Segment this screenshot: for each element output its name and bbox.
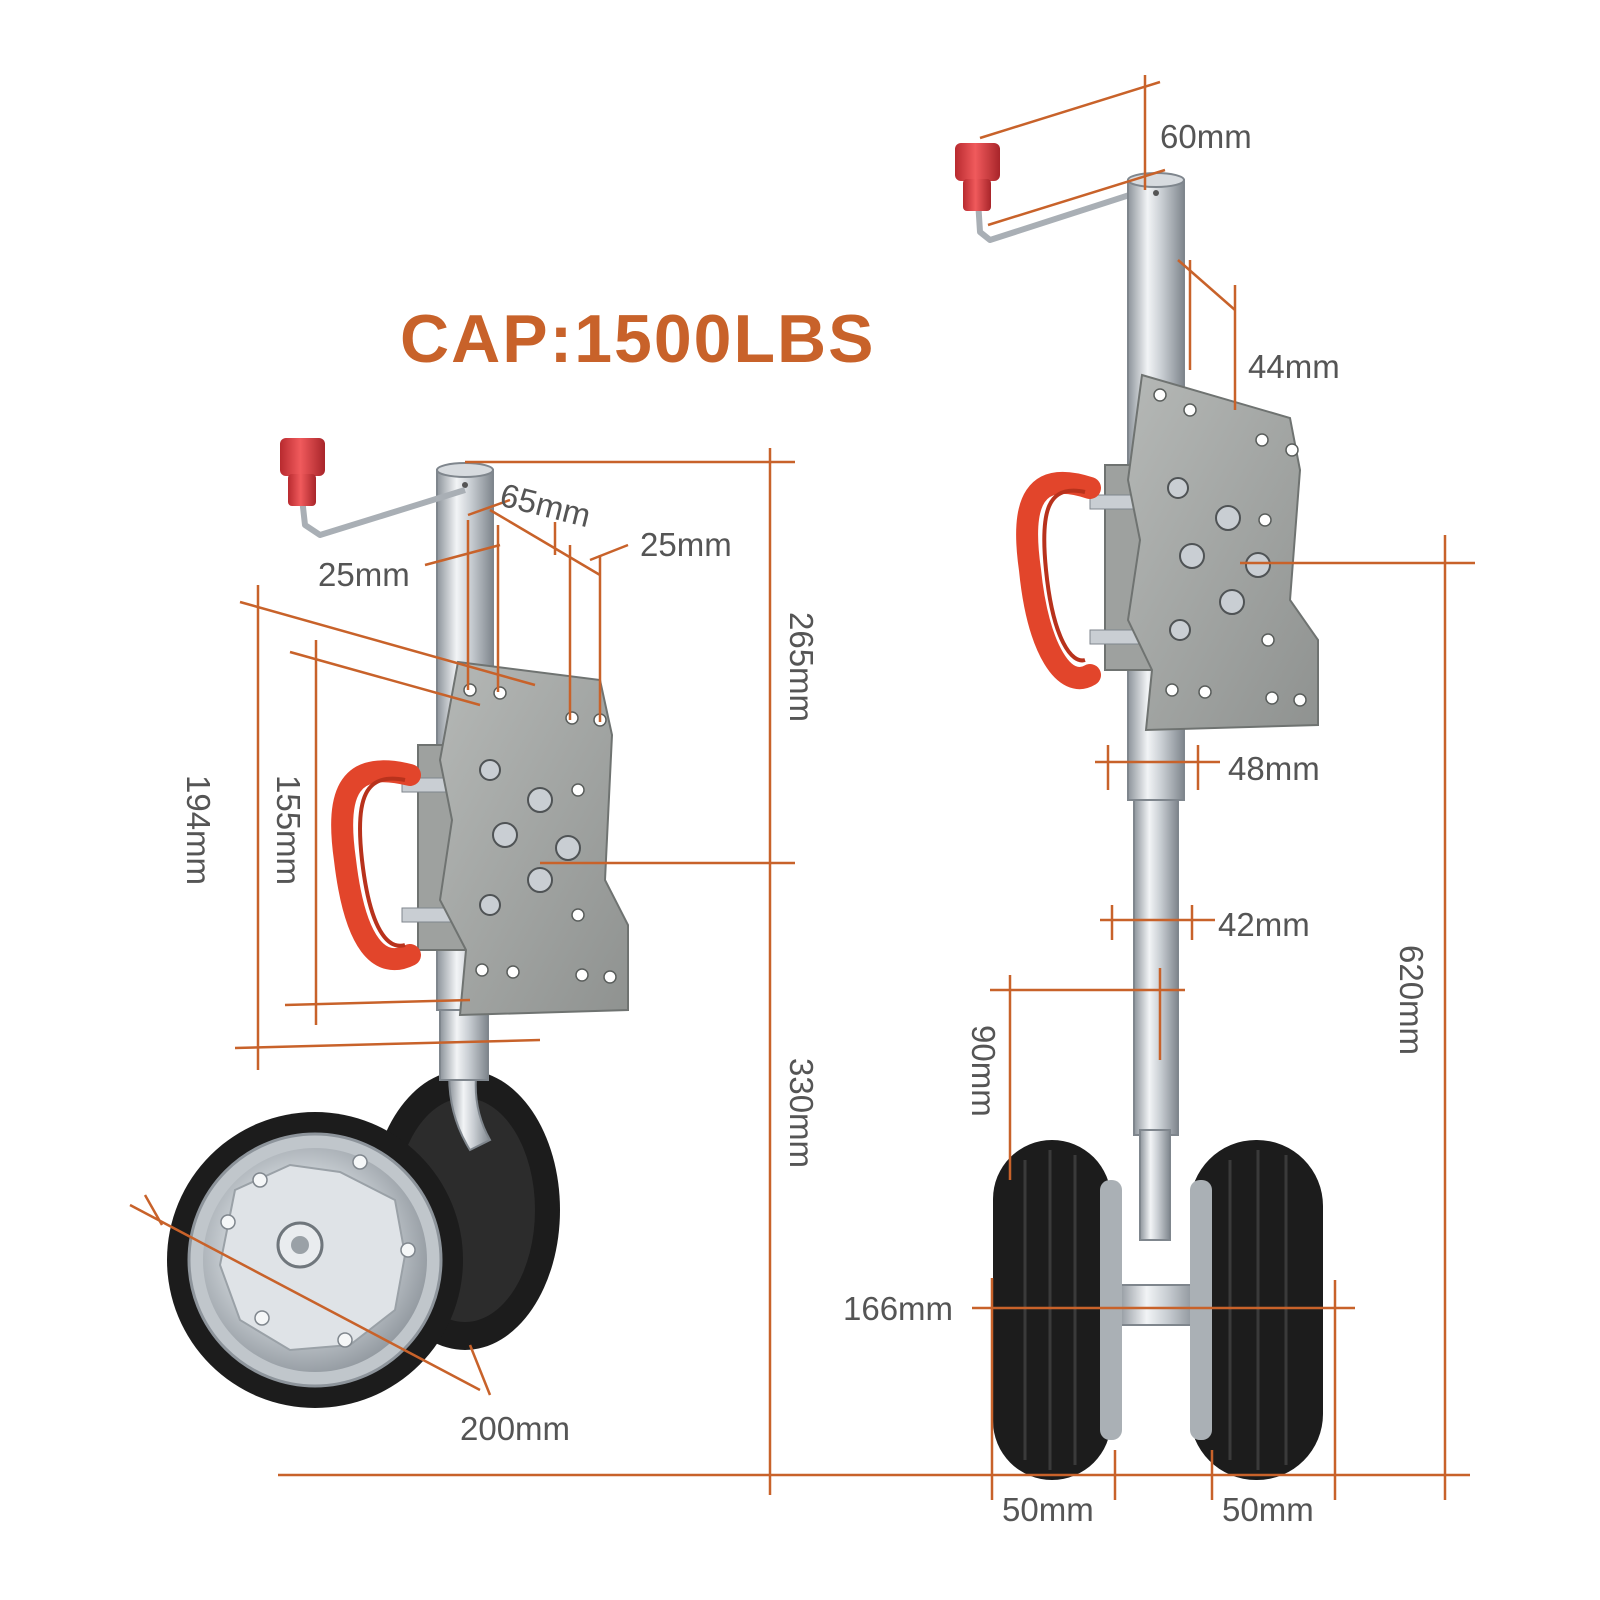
dim-label-42mm: 42mm (1218, 906, 1310, 943)
right-mounting-plate (1126, 373, 1319, 732)
right-tire-left (993, 1140, 1111, 1480)
dim-label-330mm: 330mm (783, 1058, 820, 1169)
dim-label-25mm-right: 25mm (640, 526, 732, 563)
left-jockey-wheel (167, 438, 629, 1408)
right-crank-knob (955, 143, 1000, 181)
mounting-plate (438, 660, 629, 1017)
dim-label-620mm: 620mm (1393, 945, 1430, 1056)
clamp-handle (331, 760, 421, 971)
right-inner-tube (1133, 799, 1179, 1136)
right-fork (1139, 1129, 1171, 1241)
dim-label-25mm-left: 25mm (318, 556, 410, 593)
dim-label-50mm-left: 50mm (1002, 1491, 1094, 1528)
right-crank-handle (975, 187, 1146, 243)
plate-bolts (479, 759, 581, 916)
right-jockey-wheel (955, 143, 1323, 1480)
dim-label-155mm: 155mm (270, 775, 307, 886)
dim-label-200mm: 200mm (460, 1410, 571, 1447)
right-clamp-handle (1016, 472, 1101, 690)
dim-label-90mm: 90mm (965, 1025, 1002, 1117)
crank-knob (280, 438, 325, 476)
dim-label-194mm: 194mm (180, 775, 217, 886)
dim-label-44mm: 44mm (1248, 348, 1340, 385)
dim-label-48mm: 48mm (1228, 750, 1320, 787)
dim-label-166mm: 166mm (843, 1290, 954, 1327)
capacity-title: CAP:1500LBS (400, 301, 876, 377)
dim-label-265mm: 265mm (783, 612, 820, 723)
dimension-lines (129, 75, 1475, 1500)
dim-label-50mm-right: 50mm (1222, 1491, 1314, 1528)
dim-label-60mm: 60mm (1160, 118, 1252, 155)
